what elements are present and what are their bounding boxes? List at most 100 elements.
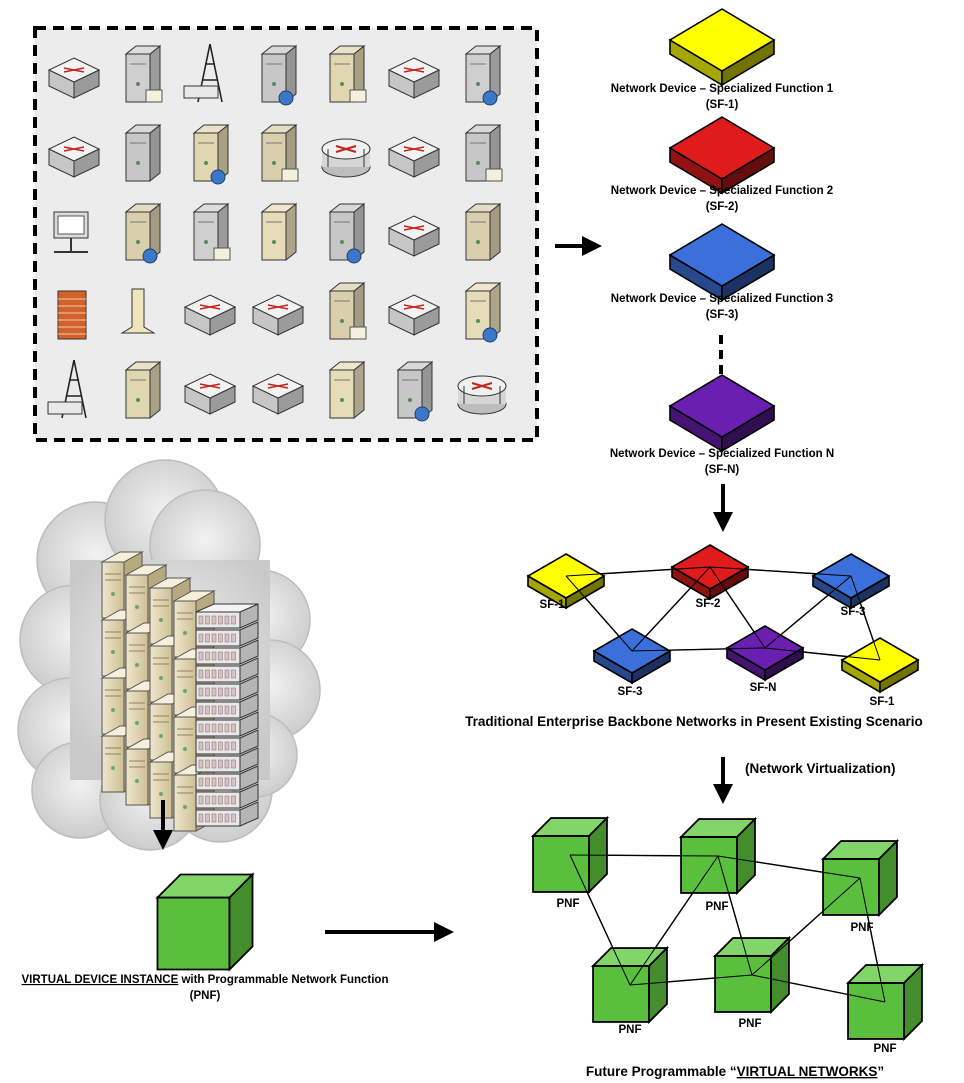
server-id-icon	[328, 360, 366, 420]
device-cube-3	[668, 223, 776, 302]
rack-server-icon	[47, 57, 101, 99]
traditional-link-overlay	[764, 647, 881, 661]
cabinet-server-icon	[192, 202, 231, 262]
server-phone-icon	[260, 123, 299, 183]
workstation-monitor-icon	[53, 211, 89, 253]
traditional-network-caption: Traditional Enterprise Backbone Networks…	[465, 714, 923, 729]
server-database-icon	[396, 360, 434, 422]
layer3-switch-icon	[251, 373, 305, 415]
virtual-device-caption-rest: with Programmable Network Function	[178, 974, 388, 986]
virtual-link-overlay	[629, 855, 719, 986]
traditional-node-sf-1	[840, 637, 920, 694]
device-n-code: (SF-N)	[705, 464, 740, 476]
trad-node-label: SF-1	[540, 599, 566, 611]
server-printer-icon	[124, 123, 162, 183]
traditional-link-overlay	[764, 575, 852, 649]
server-key-icon	[328, 44, 367, 104]
traditional-link-overlay	[850, 575, 881, 661]
virtual-link-overlay	[859, 877, 886, 1003]
traditional-node-sf-3	[811, 553, 891, 610]
device-3-code: (SF-3)	[706, 309, 739, 321]
trad-node-label: SF-1	[870, 696, 896, 708]
server-web-icon	[124, 360, 162, 420]
traditional-link-overlay	[565, 566, 711, 577]
device-3-label: Network Device – Specialized Function 3	[611, 293, 833, 305]
fan-switch-icon	[183, 373, 237, 415]
virtual-link-overlay	[717, 855, 861, 879]
trad-node-label: SF-3	[618, 686, 643, 698]
virtual-link-overlay	[717, 855, 753, 976]
pnf-node-label: PNF	[557, 898, 580, 910]
network-virtualization-label: (Network Virtualization)	[745, 761, 896, 776]
device-icon-grid	[33, 26, 539, 442]
virtual-link-overlay	[751, 877, 861, 976]
server-board-icon	[464, 202, 502, 262]
patch-panel-icon	[251, 294, 305, 336]
pnf-node-label: PNF	[851, 922, 874, 934]
traditional-backbone-network: SF-1 SF-2 SF-3 SF-3 SF-N SF-1 Traditiona…	[465, 544, 923, 729]
hub-icon	[387, 136, 441, 178]
device-cube-1	[668, 8, 776, 87]
device-n-label: Network Device – Specialized Function N	[610, 448, 834, 460]
pnf-node-4	[590, 945, 670, 1025]
modem-icon	[387, 215, 441, 257]
future-caption-prefix: Future Programmable “	[586, 1064, 737, 1079]
traditional-link-overlay	[565, 575, 633, 652]
specialized-device-column: Network Device – Specialized Function 1 …	[610, 8, 834, 476]
virtual-device-caption: VIRTUAL DEVICE INSTANCE with Programmabl…	[22, 974, 389, 986]
traditional-link-overlay	[709, 566, 766, 649]
server-workstation-icon	[192, 123, 230, 185]
traditional-link-overlay	[631, 566, 711, 652]
pnf-node-label: PNF	[874, 1043, 897, 1055]
pnf-node-label: PNF	[619, 1024, 642, 1036]
server-icon	[260, 44, 298, 106]
switch-icon	[387, 57, 441, 99]
virtual-link-overlay	[629, 974, 753, 986]
future-virtual-network: PNF PNF PNF PNF PNF PNF Future Programma…	[530, 815, 925, 1079]
blade-rack	[195, 603, 259, 827]
server-user-icon	[260, 202, 298, 262]
device-2-code: (SF-2)	[706, 201, 739, 213]
traditional-link-overlay	[709, 566, 852, 577]
virtual-link-overlay	[569, 854, 631, 986]
router-icon	[321, 138, 371, 178]
router-core-icon	[457, 375, 507, 415]
trad-node-label: SF-2	[696, 598, 721, 610]
traditional-link-overlay	[631, 647, 766, 652]
firewall-icon	[57, 290, 87, 340]
virtual-device-instance: VIRTUAL DEVICE INSTANCE with Programmabl…	[22, 872, 389, 1002]
virtual-device-code: (PNF)	[190, 990, 221, 1002]
bridge-icon	[183, 294, 237, 336]
device-2-label: Network Device – Specialized Function 2	[611, 185, 833, 197]
mainframe-icon	[47, 136, 101, 178]
storage-icon	[387, 294, 441, 336]
future-network-caption: Future Programmable “VIRTUAL NETWORKS”	[586, 1064, 884, 1079]
pnf-node-3	[820, 838, 900, 918]
wireless-router-icon	[47, 359, 87, 419]
traditional-node-sf-n	[725, 625, 805, 682]
server-tape-icon	[464, 281, 502, 343]
future-caption-underlined: VIRTUAL NETWORKS	[737, 1064, 878, 1079]
virtual-device-caption-underlined: VIRTUAL DEVICE INSTANCE	[22, 974, 179, 986]
trad-node-label: SF-3	[841, 606, 866, 618]
server-doc-icon	[328, 281, 367, 341]
pnf-node-2	[678, 816, 758, 896]
traditional-node-sf-3	[592, 628, 672, 685]
trad-node-label: SF-N	[750, 682, 777, 694]
device-1-code: (SF-1)	[706, 99, 739, 111]
pnf-node-label: PNF	[739, 1018, 762, 1030]
future-caption-suffix: ”	[877, 1064, 884, 1079]
pnf-node-1	[530, 815, 610, 895]
tower-server-icon	[124, 202, 162, 264]
pnf-node-label: PNF	[706, 901, 729, 913]
server-card-icon	[464, 44, 502, 106]
server-globe-network-icon	[328, 202, 366, 264]
server-globe-icon	[124, 44, 163, 104]
traditional-node-sf-2	[670, 544, 750, 601]
device-1-label: Network Device – Specialized Function 1	[611, 83, 834, 95]
radio-tower-icon	[183, 43, 223, 103]
cloud-datacenter	[17, 459, 321, 851]
virtual-link-overlay	[751, 974, 886, 1003]
device-cube-2	[668, 116, 776, 195]
